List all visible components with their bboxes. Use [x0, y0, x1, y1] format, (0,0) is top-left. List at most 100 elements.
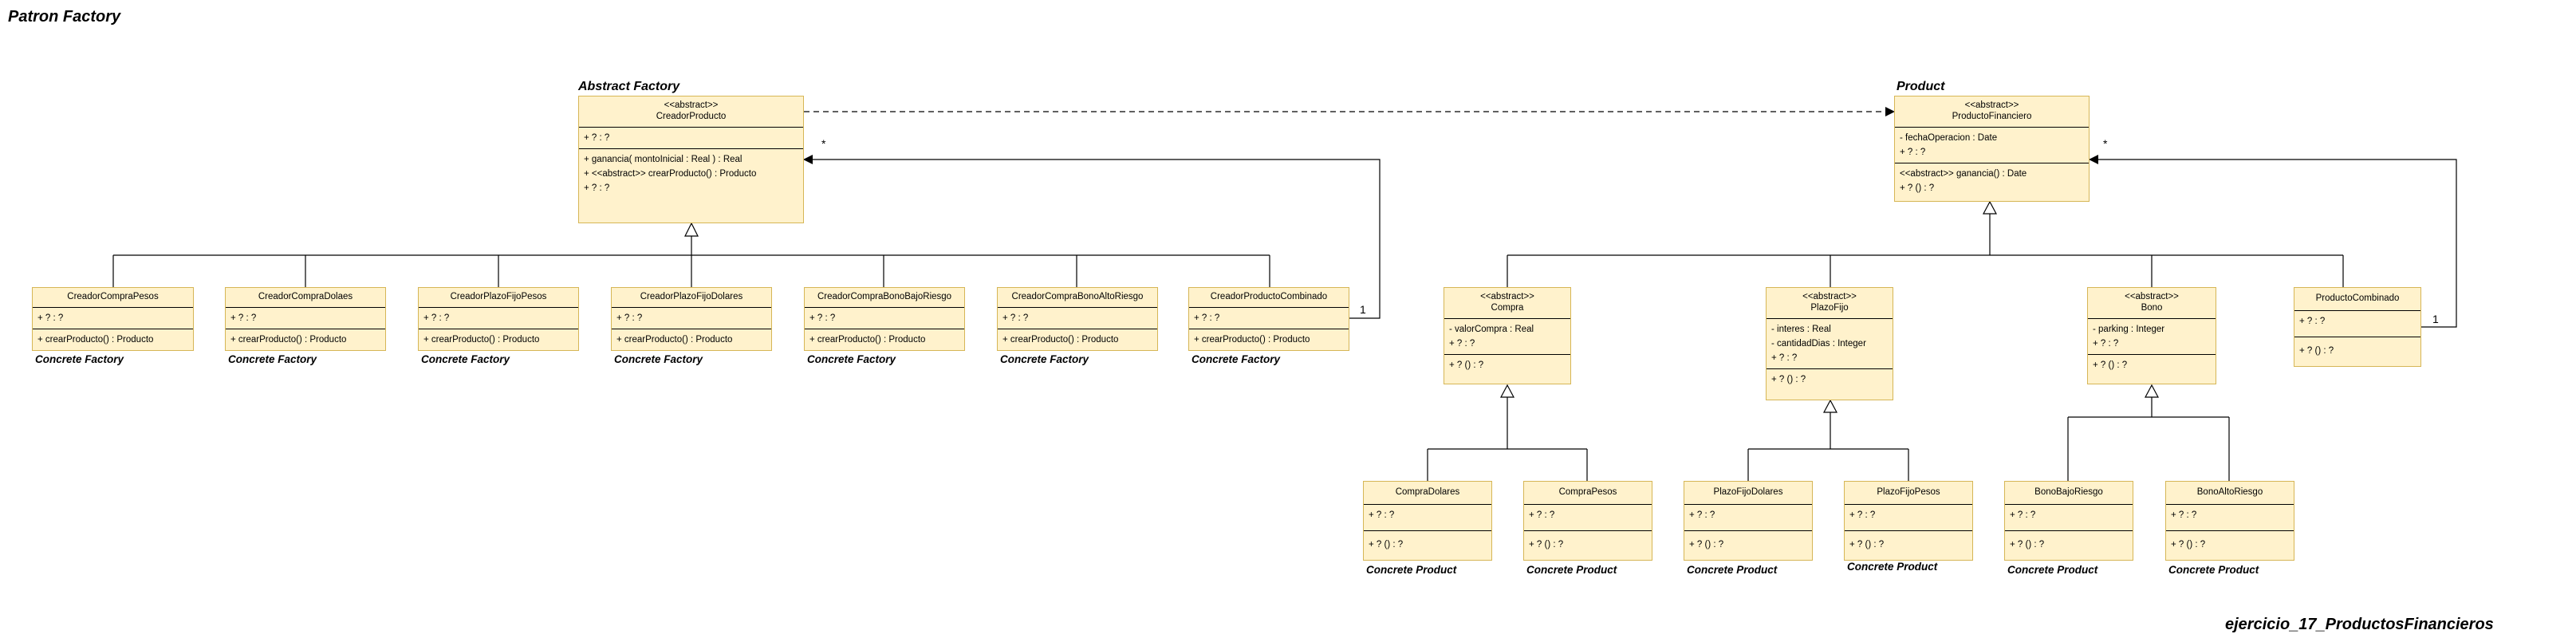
class-creador-compra-pesos[interactable]: CreadorCompraPesos + ? : ? + crearProduc…	[32, 287, 194, 351]
class-methods: + ? () : ?	[2005, 530, 2133, 555]
class-stereotype: <<abstract>>	[664, 100, 719, 110]
class-header: <<abstract>> Compra	[1444, 288, 1570, 318]
class-name: CreadorCompraPesos	[67, 292, 159, 301]
class-creador-compra-dolaes[interactable]: CreadorCompraDolaes + ? : ? + crearProdu…	[225, 287, 386, 351]
class-methods: + ? () : ?	[2088, 354, 2216, 376]
concrete-product-label: Concrete Product	[1526, 564, 1617, 576]
class-attributes: + ? : ?	[1845, 504, 1972, 530]
class-methods: + crearProducto() : Producto	[1189, 329, 1349, 350]
method: + ? () : ?	[2299, 346, 2334, 356]
composite-association	[2089, 155, 2457, 328]
class-methods: + crearProducto() : Producto	[612, 329, 771, 350]
class-attributes: - valorCompra : Real + ? : ?	[1444, 318, 1570, 354]
class-methods: + ? () : ?	[1684, 530, 1812, 555]
concrete-product-label: Concrete Product	[2168, 564, 2259, 576]
class-attributes: + ? : ?	[1364, 504, 1491, 530]
class-methods: <<abstract>> ganancia() : Date + ? () : …	[1895, 163, 2089, 199]
method: + ? () : ?	[1449, 360, 1484, 370]
class-name: ProductoFinanciero	[1952, 112, 2032, 121]
class-header: <<abstract>> CreadorProducto	[579, 96, 803, 127]
method: + ? () : ?	[2010, 540, 2045, 549]
class-compra-pesos[interactable]: CompraPesos + ? : ? + ? () : ?	[1523, 481, 1652, 561]
abstract-factory-label: Abstract Factory	[578, 80, 680, 93]
class-name: CreadorCompraDolaes	[258, 292, 353, 301]
concrete-product-label: Concrete Product	[1847, 561, 1938, 573]
class-attributes: + ? : ?	[1524, 504, 1652, 530]
method: + ? () : ?	[2093, 360, 2128, 370]
class-methods: + ganancia( montoInicial : Real ) : Real…	[579, 148, 803, 199]
class-attributes: + ? : ?	[612, 307, 771, 329]
method: + ? () : ?	[1771, 375, 1806, 384]
class-attributes: + ? : ?	[2294, 310, 2420, 337]
class-plazofijo-pesos[interactable]: PlazoFijoPesos + ? : ? + ? () : ?	[1844, 481, 1973, 561]
method: + <<abstract>> crearProducto() : Product…	[584, 169, 757, 179]
class-name: BonoBajoRiesgo	[2034, 487, 2103, 497]
class-attributes: - interes : Real - cantidadDias : Intege…	[1767, 318, 1893, 368]
class-plazofijo-dolares[interactable]: PlazoFijoDolares + ? : ? + ? () : ?	[1684, 481, 1813, 561]
class-creador-compra-bono-alto-riesgo[interactable]: CreadorCompraBonoAltoRiesgo + ? : ? + cr…	[997, 287, 1158, 351]
class-header: <<abstract>> PlazoFijo	[1767, 288, 1893, 318]
class-attributes: + ? : ?	[1189, 307, 1349, 329]
concrete-factory-label: Concrete Factory	[1000, 353, 1089, 365]
class-bono[interactable]: <<abstract>> Bono - parking : Integer + …	[2087, 287, 2216, 384]
class-methods: + crearProducto() : Producto	[805, 329, 964, 350]
factory-generalization-triangle	[684, 222, 699, 237]
attribute: + ? : ?	[1900, 148, 1926, 157]
concrete-factory-label: Concrete Factory	[1191, 353, 1281, 365]
creador-self-association	[803, 155, 1381, 319]
class-creador-compra-bono-bajo-riesgo[interactable]: CreadorCompraBonoBajoRiesgo + ? : ? + cr…	[804, 287, 965, 351]
multiplicity-producto-one: 1	[2432, 313, 2439, 325]
concrete-factory-label: Concrete Factory	[228, 353, 317, 365]
method: + ? () : ?	[1849, 540, 1885, 549]
method: + ? () : ?	[1529, 540, 1564, 549]
class-attributes: - fechaOperacion : Date + ? : ?	[1895, 127, 2089, 163]
class-name: PlazoFijo	[1810, 303, 1849, 313]
attribute: + ? : ?	[1194, 313, 1220, 323]
class-compra-dolares[interactable]: CompraDolares + ? : ? + ? () : ?	[1363, 481, 1492, 561]
class-creador-plazofijo-pesos[interactable]: CreadorPlazoFijoPesos + ? : ? + crearPro…	[418, 287, 579, 351]
attribute: + ? : ?	[423, 313, 450, 323]
class-attributes: + ? : ?	[2166, 504, 2294, 530]
class-attributes: + ? : ?	[33, 307, 193, 329]
attribute: + ? : ?	[1849, 510, 1876, 520]
attribute: - interes : Real	[1771, 325, 1831, 334]
class-plazofijo[interactable]: <<abstract>> PlazoFijo - interes : Real …	[1766, 287, 1893, 400]
class-bono-bajo-riesgo[interactable]: BonoBajoRiesgo + ? : ? + ? () : ?	[2004, 481, 2133, 561]
class-methods: + ? () : ?	[2166, 530, 2294, 555]
method: + crearProducto() : Producto	[809, 335, 926, 345]
concrete-product-label: Concrete Product	[2007, 564, 2098, 576]
class-header: <<abstract>> Bono	[2088, 288, 2216, 318]
method: + ? () : ?	[1689, 540, 1724, 549]
method: + ? () : ?	[2171, 540, 2206, 549]
class-name: BonoAltoRiesgo	[2196, 487, 2263, 497]
class-methods: + ? () : ?	[1767, 368, 1893, 390]
class-producto-financiero[interactable]: <<abstract>> ProductoFinanciero - fechaO…	[1894, 96, 2090, 202]
class-compra[interactable]: <<abstract>> Compra - valorCompra : Real…	[1444, 287, 1571, 384]
class-name: CreadorCompraBonoBajoRiesgo	[817, 292, 952, 301]
class-name: CreadorProductoCombinado	[1210, 292, 1328, 301]
class-creador-plazofijo-dolares[interactable]: CreadorPlazoFijoDolares + ? : ? + crearP…	[611, 287, 772, 351]
class-methods: + crearProducto() : Producto	[226, 329, 385, 350]
class-creador-producto[interactable]: <<abstract>> CreadorProducto + ? : ? + g…	[578, 96, 804, 223]
attribute: + ? : ?	[1529, 510, 1555, 520]
class-bono-alto-riesgo[interactable]: BonoAltoRiesgo + ? : ? + ? () : ?	[2165, 481, 2294, 561]
class-stereotype: <<abstract>>	[1964, 100, 2019, 110]
concrete-factory-label: Concrete Factory	[614, 353, 703, 365]
method: + crearProducto() : Producto	[423, 335, 540, 345]
class-name: CreadorPlazoFijoPesos	[450, 292, 547, 301]
multiplicity-creador-star: *	[821, 137, 826, 150]
class-name: CreadorPlazoFijoDolares	[640, 292, 743, 301]
attribute: - valorCompra : Real	[1449, 325, 1534, 334]
concrete-product-label: Concrete Product	[1366, 564, 1457, 576]
class-attributes: + ? : ?	[998, 307, 1157, 329]
class-creador-producto-combinado[interactable]: CreadorProductoCombinado + ? : ? + crear…	[1188, 287, 1349, 351]
attribute: - fechaOperacion : Date	[1900, 133, 1998, 143]
class-producto-combinado[interactable]: ProductoCombinado + ? : ? + ? () : ?	[2294, 287, 2421, 367]
class-methods: + ? () : ?	[1444, 354, 1570, 376]
attribute: - parking : Integer	[2093, 325, 2165, 334]
method: + ? : ?	[584, 183, 610, 193]
attribute: + ? : ?	[1449, 339, 1475, 349]
attribute: + ? : ?	[2093, 339, 2119, 349]
class-attributes: + ? : ?	[2005, 504, 2133, 530]
class-attributes: + ? : ?	[419, 307, 578, 329]
